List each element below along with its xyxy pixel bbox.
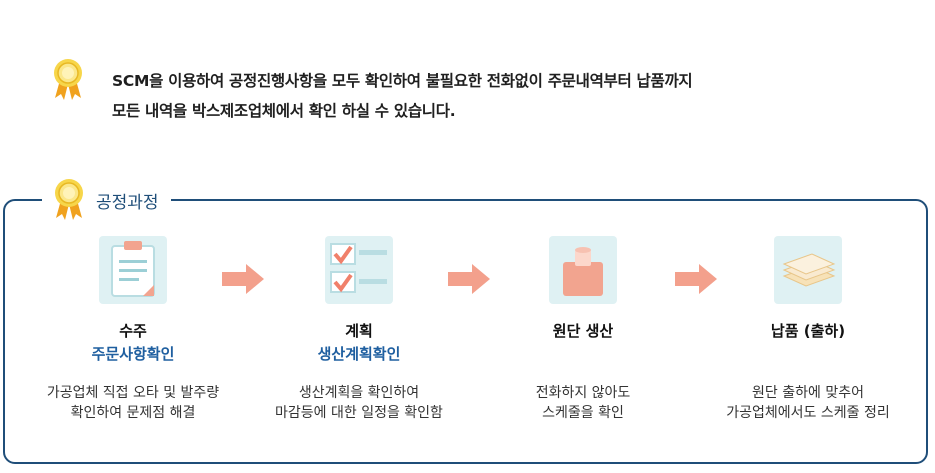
process-frame (3, 199, 928, 464)
process-step-production: 원단 생산 전화하지 않아도 스케줄을 확인 (468, 236, 698, 423)
step-title: 수주 (119, 322, 147, 340)
step-subtitle: 생산계획확인 (317, 345, 401, 363)
intro-text: SCM을 이용하여 공정진행사항을 모두 확인하여 불필요한 전화없이 주문내역… (112, 66, 693, 126)
right-arrow-icon (222, 264, 264, 294)
process-step-order: 수주 주문사항확인 가공업체 직접 오타 및 발주량 확인하여 문제점 해결 (18, 236, 248, 423)
intro-line-1: SCM을 이용하여 공정진행사항을 모두 확인하여 불필요한 전화없이 주문내역… (112, 72, 693, 90)
step-title: 원단 생산 (552, 322, 614, 340)
step-description: 전화하지 않아도 스케줄을 확인 (468, 383, 698, 423)
process-step-delivery: 납품 (출하) 원단 출하에 맞추어 가공업체에서도 스케줄 정리 (693, 236, 923, 423)
step-title: 계획 (345, 322, 373, 340)
step-description-line: 전화하지 않아도 (535, 385, 631, 401)
right-arrow-icon (448, 264, 490, 294)
step-description-line: 마감등에 대한 일정을 확인함 (275, 405, 443, 421)
stacked-sheets-icon (774, 236, 842, 304)
step-description-line: 생산계획을 확인하여 (298, 385, 420, 401)
checklist-icon (325, 236, 393, 304)
process-step-plan: 계획 생산계획확인 생산계획을 확인하여 마감등에 대한 일정을 확인함 (244, 236, 474, 423)
step-description-line: 가공업체 직접 오타 및 발주량 (46, 385, 220, 401)
section-title: 공정과정 (96, 192, 159, 213)
step-subtitle (468, 343, 698, 365)
step-description-line: 가공업체에서도 스케줄 정리 (726, 405, 890, 421)
step-description: 원단 출하에 맞추어 가공업체에서도 스케줄 정리 (693, 383, 923, 423)
intro-line-2: 모든 내역을 박스제조업체에서 확인 하실 수 있습니다. (112, 102, 456, 120)
step-description-line: 스케줄을 확인 (542, 405, 624, 421)
roll-icon (549, 236, 617, 304)
step-subtitle: 주문사항확인 (91, 345, 175, 363)
step-description: 가공업체 직접 오타 및 발주량 확인하여 문제점 해결 (18, 383, 248, 423)
step-subtitle (693, 343, 923, 365)
step-description: 생산계획을 확인하여 마감등에 대한 일정을 확인함 (244, 383, 474, 423)
step-description-line: 확인하여 문제점 해결 (70, 405, 196, 421)
step-description-line: 원단 출하에 맞추어 (752, 385, 864, 401)
medal-icon (54, 59, 82, 100)
medal-icon (55, 179, 83, 220)
right-arrow-icon (675, 264, 717, 294)
section-header: 공정과정 (42, 179, 171, 220)
step-title: 납품 (출하) (770, 322, 846, 340)
clipboard-icon (99, 236, 167, 304)
